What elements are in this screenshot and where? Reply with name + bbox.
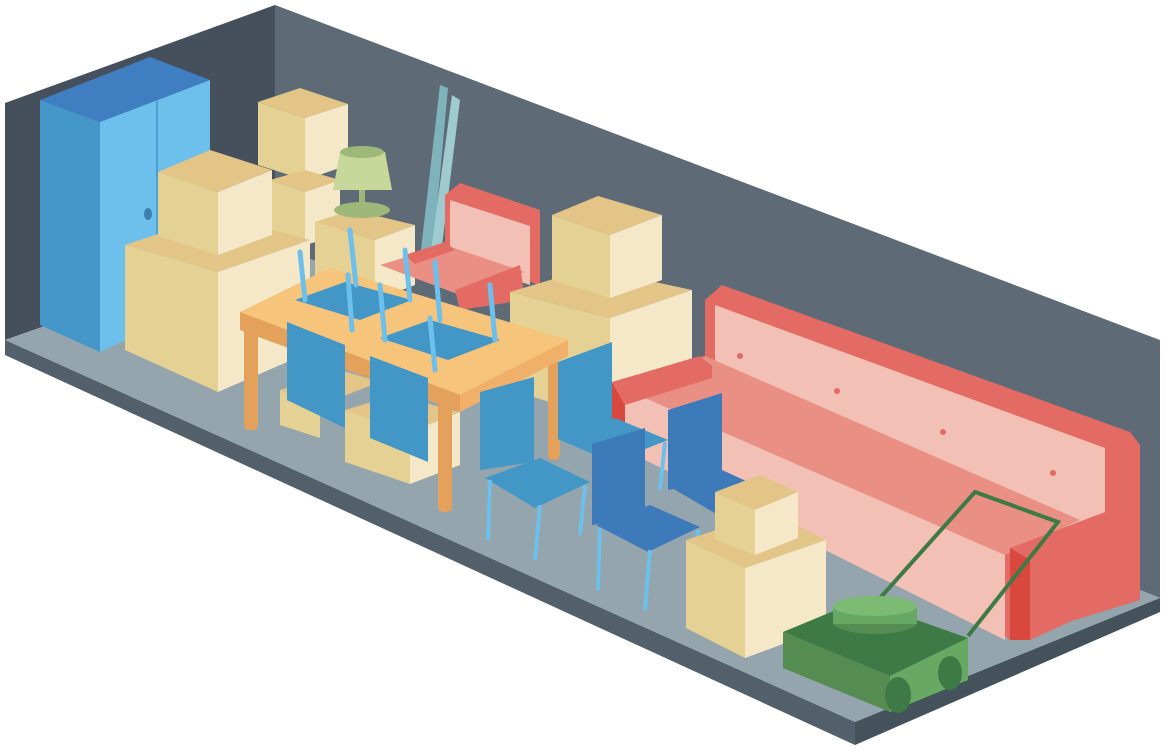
lamp [315,146,415,300]
floor-edge-right [855,598,1160,745]
floor-edge-left [5,340,855,745]
skis [420,85,460,262]
box-stack-left [125,150,310,392]
armchair [380,183,540,310]
lawnmower [783,489,1062,713]
chairs [287,322,770,611]
box-stack-middle [510,196,692,420]
box-stack-back [258,88,348,245]
